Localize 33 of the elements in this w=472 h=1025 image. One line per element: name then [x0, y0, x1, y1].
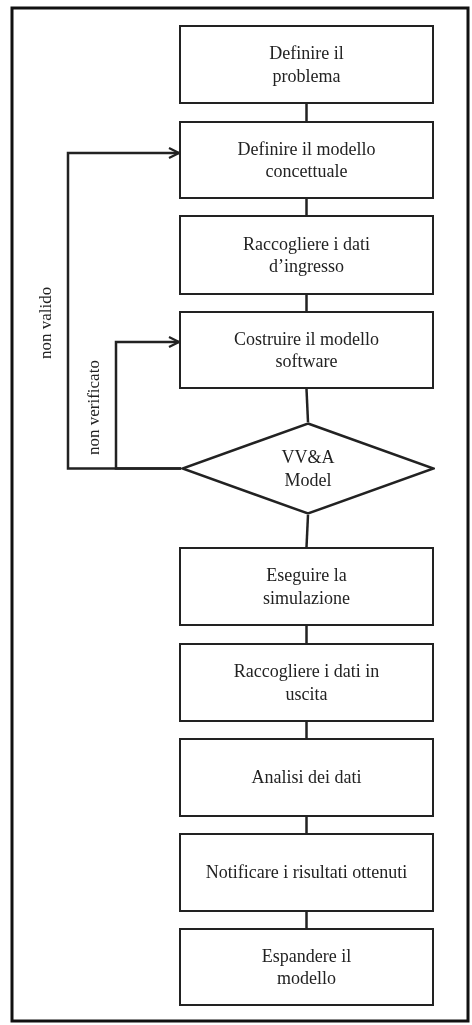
- step-text: VV&A Model: [280, 446, 336, 491]
- arrow: [114, 335, 181, 470]
- arrow: [66, 146, 181, 470]
- process-box: [179, 928, 434, 1006]
- edge-label: non verificato: [85, 359, 102, 455]
- process-box: [179, 311, 434, 389]
- process-box: [179, 643, 434, 722]
- connector-line: [305, 104, 308, 121]
- connector-line: [305, 388, 310, 423]
- step-text: Eseguire la simulazione: [262, 564, 351, 609]
- step-text: Costruire il modello software: [233, 327, 380, 373]
- process-box: [179, 121, 434, 199]
- connector-line: [305, 817, 308, 833]
- process-box: [179, 833, 434, 912]
- decision-diamond: [181, 422, 435, 515]
- step-text: Definire il problema: [268, 42, 345, 87]
- step-text: Espandere il modello: [260, 944, 353, 990]
- process-box: [179, 738, 434, 817]
- step-text: Definire il modello concettuale: [236, 137, 377, 183]
- connector-line: [305, 295, 308, 311]
- connector-line: [305, 199, 308, 215]
- process-box: [179, 25, 434, 104]
- process-box: [179, 215, 434, 295]
- connector-line: [305, 626, 308, 643]
- connector-line: [305, 722, 308, 738]
- step-text: Notificare i risultati ottenuti: [205, 861, 408, 884]
- process-box: [179, 547, 434, 626]
- step-text: Raccogliere i dati d’ingresso: [242, 232, 371, 278]
- step-text: Analisi dei dati: [251, 766, 362, 789]
- step-text: Raccogliere i dati in uscita: [232, 660, 381, 705]
- edge-label: non valido: [37, 286, 54, 359]
- connector-line: [305, 912, 308, 928]
- connector-line: [305, 514, 310, 548]
